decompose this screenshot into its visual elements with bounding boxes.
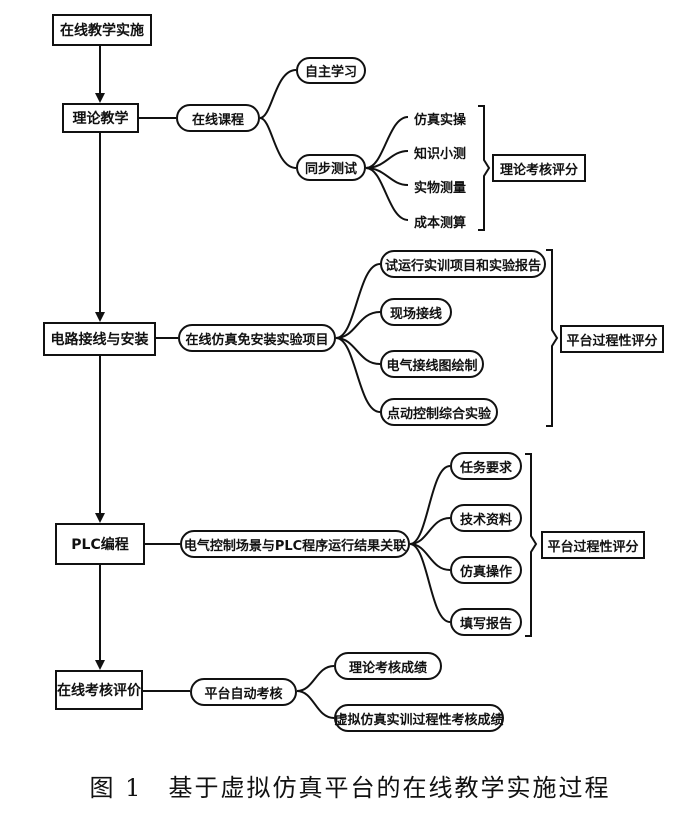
self-study-node: 自主学习 (296, 57, 366, 84)
test-item: 成本测算 (414, 216, 467, 231)
circuit-item: 试运行实训项目和实验报告 (380, 250, 546, 278)
test-item: 仿真实操 (414, 113, 467, 128)
plc-item: 填写报告 (450, 608, 522, 636)
test-item: 实物测量 (414, 181, 467, 196)
stage-circuit: 电路接线与安装 (43, 322, 156, 356)
stage-eval: 在线考核评价 (55, 670, 143, 710)
plc-item: 技术资料 (450, 504, 522, 532)
platform-assessment-box: 平台过程性评分 (560, 325, 664, 353)
sync-test-node: 同步测试 (296, 154, 366, 181)
plc-scenario-node: 电气控制场景与PLC程序运行结果关联 (180, 530, 410, 558)
online-course-node: 在线课程 (176, 104, 260, 132)
circuit-item: 现场接线 (380, 298, 452, 326)
circuit-item: 点动控制综合实验 (380, 398, 498, 426)
sim-project-node: 在线仿真免安装实验项目 (178, 324, 336, 352)
root-node: 在线教学实施 (52, 14, 152, 46)
test-item: 知识小测 (414, 147, 467, 162)
plc-item: 仿真操作 (450, 556, 522, 584)
eval-item: 理论考核成绩 (334, 652, 442, 680)
stage-theory: 理论教学 (62, 103, 139, 133)
circuit-item: 电气接线图绘制 (380, 350, 484, 378)
stage-plc: PLC编程 (55, 523, 145, 565)
plc-item: 任务要求 (450, 452, 522, 480)
eval-item: 虚拟仿真实训过程性考核成绩 (334, 704, 504, 732)
platform-assessment-box: 平台过程性评分 (541, 531, 645, 559)
theory-assessment-box: 理论考核评分 (492, 154, 586, 182)
figure-caption: 图 1 基于虚拟仿真平台的在线教学实施过程 (89, 774, 611, 802)
auto-assessment-node: 平台自动考核 (190, 678, 297, 706)
